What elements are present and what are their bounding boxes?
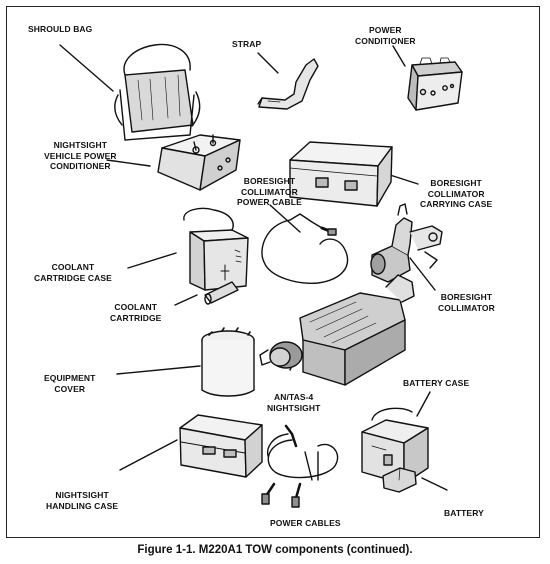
label-power-conditioner: POWER CONDITIONER <box>355 25 416 46</box>
boresight-collimator-drawing <box>370 203 443 283</box>
label-coolant-cartridge: COOLANT CARTRIDGE <box>110 302 162 323</box>
label-battery-case: BATTERY CASE <box>403 378 470 388</box>
label-strap: STRAP <box>232 39 262 49</box>
label-power-cables: POWER CABLES <box>270 518 341 528</box>
label-boresight-collimator: BORESIGHT COLLIMATOR <box>438 292 495 313</box>
equipment-cover-drawing <box>201 327 255 397</box>
leader-lines <box>59 44 448 491</box>
label-equipment-cover: EQUIPMENT COVER <box>44 373 96 394</box>
label-an-tas-4-nightsight: AN/TAS-4 NIGHTSIGHT <box>267 392 321 413</box>
collimator-power-cable-drawing <box>261 213 349 285</box>
nightsight-drawing <box>259 274 415 386</box>
strap-drawing <box>257 58 319 110</box>
battery-drawing <box>382 467 417 493</box>
figure-caption: Figure 1-1. M220A1 TOW components (conti… <box>137 544 413 556</box>
vehicle-power-conditioner-drawing <box>157 134 241 191</box>
label-boresight-collimator-carrying-case: BORESIGHT COLLIMATOR CARRYING CASE <box>420 178 493 209</box>
carrying-case-drawing <box>289 141 393 207</box>
shroud-bag-drawing <box>114 43 201 141</box>
handling-case-drawing <box>179 414 263 478</box>
label-coolant-cartridge-case: COOLANT CARTRIDGE CASE <box>34 262 112 283</box>
figure-frame <box>6 6 540 538</box>
label-boresight-collimator-power-cable: BORESIGHT COLLIMATOR POWER CABLE <box>237 176 302 207</box>
label-shroud-bag: SHROULD BAG <box>28 24 93 34</box>
label-battery: BATTERY <box>444 508 484 518</box>
coolant-cartridge-drawing <box>204 281 239 305</box>
power-cables-drawing <box>261 424 339 508</box>
coolant-cartridge-case-drawing <box>183 207 249 291</box>
power-conditioner-drawing <box>407 57 463 111</box>
label-nightsight-handling-case: NIGHTSIGHT HANDLING CASE <box>46 490 119 511</box>
label-nightsight-vehicle-power-conditioner: NIGHTSIGHT VEHICLE POWER CONDITIONER <box>44 140 117 171</box>
